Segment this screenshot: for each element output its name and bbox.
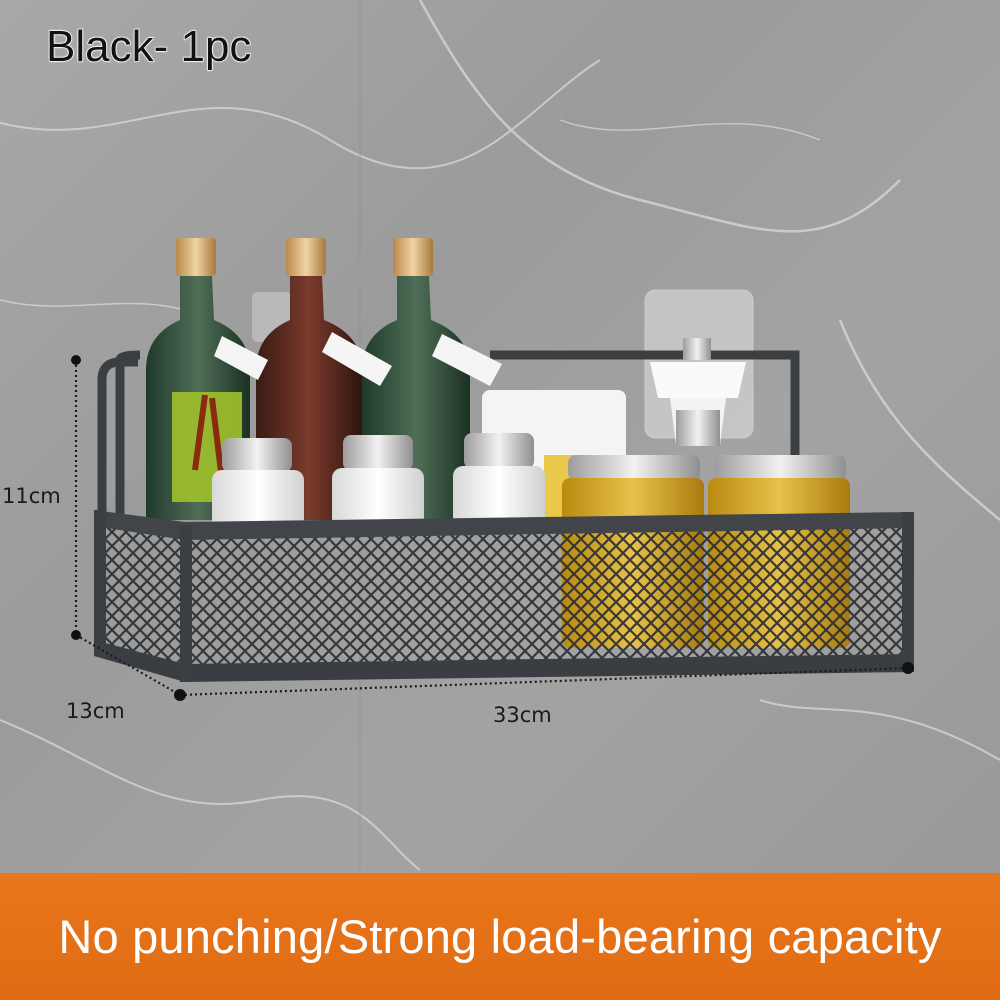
salt-mill <box>650 338 746 446</box>
height-dimension-label: 11cm <box>2 484 61 508</box>
variant-label: Black- 1pc <box>45 21 252 71</box>
depth-dimension-label: 13cm <box>66 699 125 723</box>
spice-rack-basket <box>94 357 914 682</box>
dimension-markers <box>71 355 914 701</box>
width-dimension-label: 33cm <box>493 703 552 727</box>
marble-veins <box>0 0 1000 871</box>
feature-banner: No punching/Strong load-bearing capacity <box>0 873 1000 1000</box>
salt-shakers <box>212 433 545 530</box>
dimension-lines <box>74 360 909 697</box>
oil-bottles <box>146 238 502 520</box>
feature-banner-text: No punching/Strong load-bearing capacity <box>58 910 942 963</box>
